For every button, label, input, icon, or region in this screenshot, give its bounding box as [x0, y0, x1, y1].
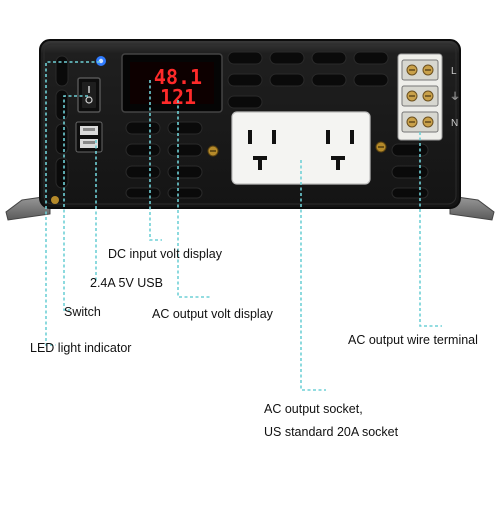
terminal-mark-ground: ⏚	[450, 91, 460, 103]
label-dc-input-volt-display: DC input volt display	[108, 247, 222, 261]
mounting-feet	[5, 195, 495, 221]
terminal-mark-l: L	[451, 66, 457, 77]
terminal-mark-n: N	[451, 118, 458, 129]
ac-output-wire-terminal: L ⏚ N	[397, 53, 460, 141]
label-switch: Switch	[64, 305, 101, 319]
leader-switch	[63, 95, 88, 311]
ac-output-socket	[231, 111, 371, 185]
dc-input-volt-readout: 48.1	[154, 65, 202, 89]
power-switch[interactable]	[77, 77, 101, 113]
leader-lines	[45, 61, 442, 391]
voltage-display: 48.1 121	[121, 53, 223, 113]
usb-port	[75, 121, 103, 153]
ac-output-volt-readout: 121	[160, 85, 196, 109]
label-ac-output-socket-line2: US standard 20A socket	[264, 425, 399, 439]
leader-dc	[149, 80, 162, 241]
label-ac-output-wire-terminal: AC output wire terminal	[348, 333, 478, 347]
label-ac-output-socket-line1: AC output socket,	[264, 402, 363, 416]
leader-led	[45, 61, 100, 346]
screws	[51, 141, 387, 204]
leader-terminal	[419, 132, 442, 327]
label-led-indicator: LED light indicator	[30, 341, 132, 355]
vent-slots	[55, 51, 429, 199]
label-usb: 2.4A 5V USB	[90, 276, 163, 290]
led-indicator	[96, 56, 106, 66]
label-ac-output-volt-display: AC output volt display	[152, 307, 273, 321]
